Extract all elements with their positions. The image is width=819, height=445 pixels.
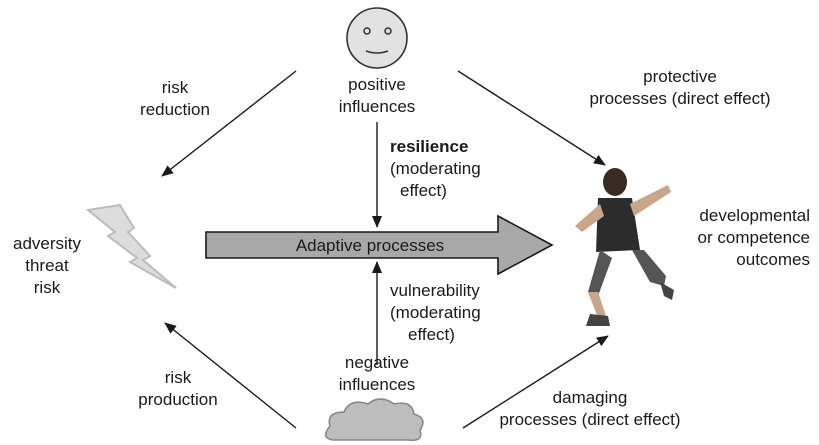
smiley-face-icon: [346, 7, 408, 69]
resilience-line: (moderating: [390, 159, 481, 178]
outcomes-line: or competence: [697, 228, 810, 247]
damaging-line: processes (direct effect): [499, 410, 681, 429]
adversity-label: adversity threat risk: [2, 233, 92, 299]
outcomes-line: outcomes: [736, 250, 810, 269]
risk-production-label: risk production: [118, 367, 238, 411]
negative-influences-line: influences: [338, 375, 416, 394]
vulnerability-label: vulnerability (moderating effect): [390, 280, 530, 346]
vulnerability-line: (moderating: [390, 303, 481, 322]
risk-reduction-label: risk reduction: [120, 77, 230, 121]
jumping-child-image: [575, 168, 674, 326]
protective-processes-label: protective processes (direct effect): [560, 66, 800, 110]
risk-production-arrow: [164, 322, 297, 429]
positive-influences-label: positive influences: [322, 74, 432, 118]
adaptive-processes-arrow: [205, 214, 554, 276]
cloud-icon: [324, 398, 424, 442]
adversity-line: threat: [25, 256, 69, 275]
damaging-arrow: [462, 335, 609, 429]
resilience-title: resilience: [390, 137, 469, 156]
positive-influences-line: influences: [338, 97, 416, 116]
negative-influences-label: negative influences: [322, 352, 432, 396]
risk-production-line: production: [138, 390, 218, 409]
risk-reduction-line: risk: [161, 78, 189, 97]
resilience-label: resilience (moderating effect): [390, 136, 530, 202]
adaptive-processes-label: Adaptive processes: [296, 236, 444, 255]
adversity-line: risk: [33, 278, 61, 297]
resilience-line: effect): [400, 181, 447, 200]
vulnerability-line: effect): [408, 325, 455, 344]
damaging-processes-label: damaging processes (direct effect): [470, 387, 710, 431]
positive-influences-line: positive: [348, 75, 406, 94]
adversity-line: adversity: [12, 234, 82, 253]
vulnerability-line: vulnerability: [390, 281, 480, 300]
negative-influences-line: negative: [344, 353, 410, 372]
risk-production-line: risk: [164, 368, 192, 387]
protective-line: protective: [643, 67, 717, 86]
outcomes-label: developmental or competence outcomes: [660, 205, 810, 271]
protective-line: processes (direct effect): [589, 89, 771, 108]
risk-reduction-arrow: [161, 70, 297, 177]
lightning-bolt-icon: [85, 203, 177, 289]
damaging-line: damaging: [552, 388, 628, 407]
risk-reduction-line: reduction: [140, 100, 210, 119]
protective-arrow: [457, 70, 606, 166]
outcomes-line: developmental: [699, 206, 810, 225]
